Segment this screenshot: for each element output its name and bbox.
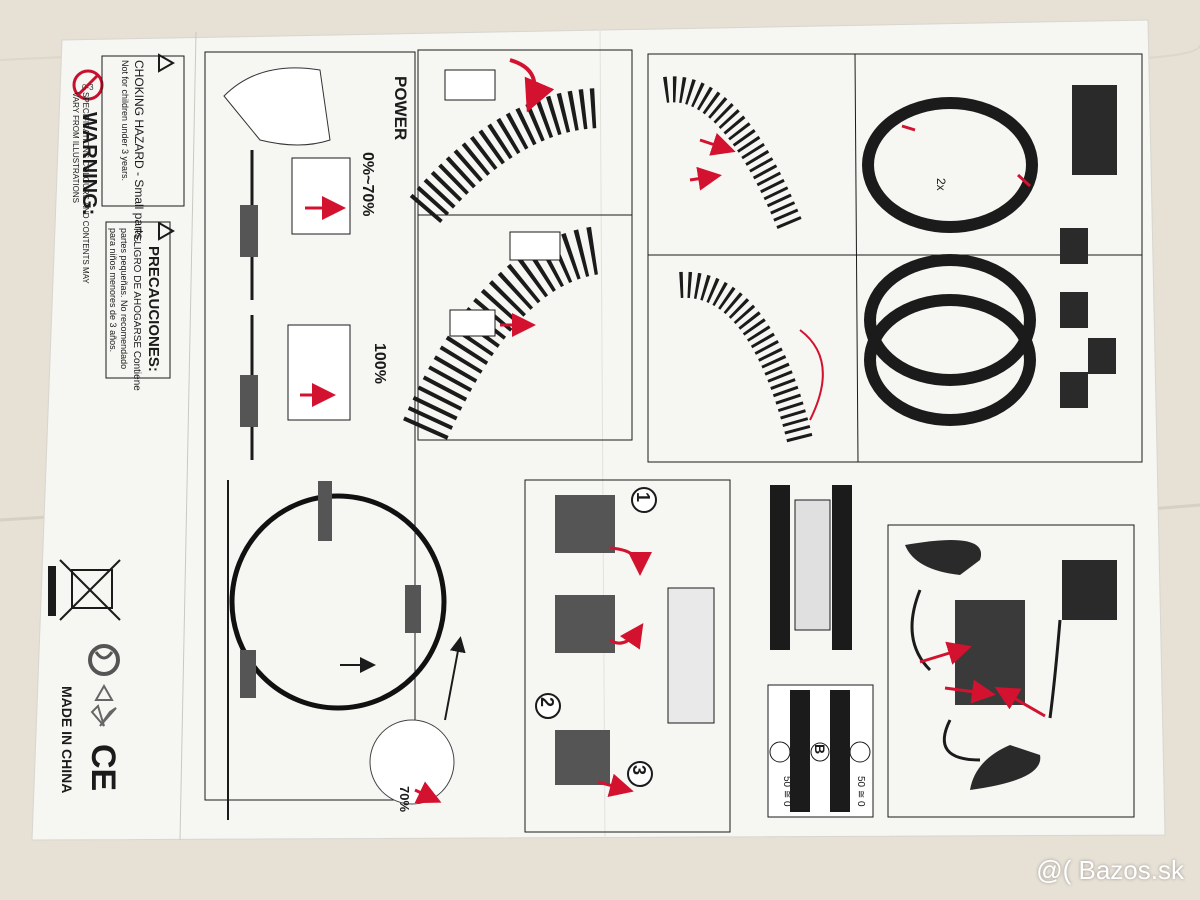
percent-loop: 70% <box>397 786 412 813</box>
step-1-label: 1 <box>633 492 653 503</box>
precaution-text: PELIGRO DE AHOGARSE Contiene <box>131 228 142 391</box>
race-car-image <box>240 375 258 427</box>
track-b-label: B <box>812 744 828 755</box>
two-x-label: 2x <box>934 178 948 191</box>
step-3-label: 3 <box>629 765 649 776</box>
track-number-b: 50 ≅ 0 <box>855 776 866 807</box>
warning-sub: Not for children under 3 years. <box>120 60 130 182</box>
ce-mark: CE <box>84 744 122 792</box>
precaution-sub1: partes pequeñas. No recomendado <box>119 228 129 370</box>
oval-track-image <box>862 97 1038 233</box>
curved-track-image <box>403 88 604 440</box>
manual-sheet <box>31 19 1166 841</box>
spec-line1: SPECIFICATIONS COLOURS AND CONTENTS MAY <box>81 92 90 284</box>
made-in-label: MADE IN CHINA <box>59 686 75 794</box>
percent-full: 100% <box>371 343 388 384</box>
track-loop <box>229 493 447 711</box>
precaution-sub2: para niños menores de 3 años. <box>108 228 118 353</box>
track-number-a: 50 ≅ 0 <box>781 776 792 807</box>
warning-text: CHOKING HAZARD - Small parts. <box>132 60 146 243</box>
controller-image <box>905 540 982 575</box>
hand-controller-image <box>223 67 331 146</box>
crossed-bin-icon <box>48 559 121 621</box>
green-dot-icon <box>88 644 120 676</box>
car-top-view-image <box>794 499 831 631</box>
precaution-title: PRECAUCIONES: <box>145 246 162 372</box>
car-chassis-image <box>555 495 615 553</box>
svg-text:0-3: 0-3 <box>82 83 94 92</box>
step-2-label: 2 <box>537 697 557 708</box>
percent-low: 0%~70% <box>359 152 376 217</box>
site-watermark: @( Bazos.sk <box>1036 855 1184 885</box>
race-car-image <box>240 205 258 257</box>
recycle-icon <box>90 683 117 727</box>
power-label: POWER <box>391 76 410 141</box>
spec-line2: VARY FROM ILLUSTRATIONS <box>71 92 80 203</box>
warning-triangle-icon <box>158 53 176 241</box>
adapter-image <box>1062 560 1117 620</box>
